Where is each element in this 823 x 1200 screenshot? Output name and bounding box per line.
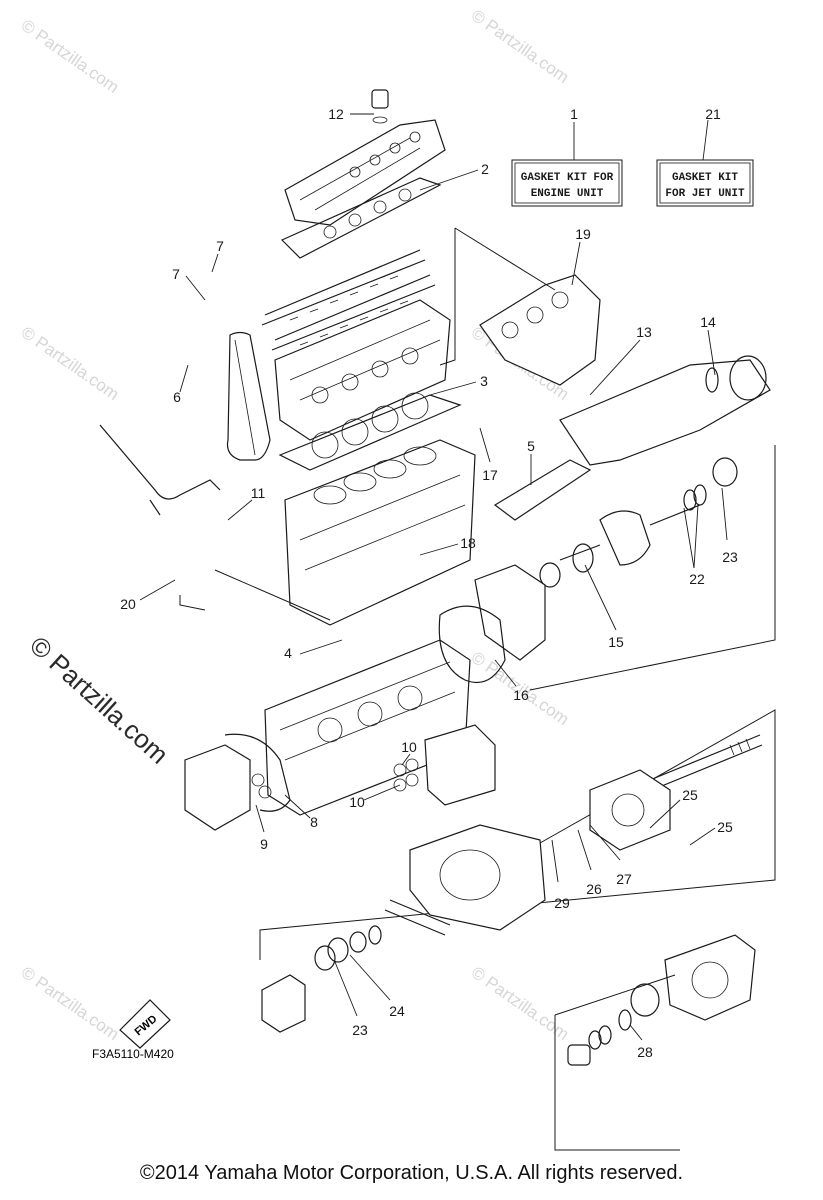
callout-6: 6 <box>173 389 181 405</box>
kit-jet-line1: GASKET KIT <box>672 172 738 184</box>
callout-7b: 7 <box>172 266 180 282</box>
assembly-frames <box>179 227 776 691</box>
cylinder-head <box>274 299 451 441</box>
callout-2: 2 <box>481 161 489 177</box>
cylinder-head-gasket <box>278 392 462 471</box>
lower-coupling <box>261 974 306 1033</box>
callouts: 1 2 3 4 5 6 7 7 8 9 10 10 11 12 13 14 15… <box>120 106 738 1060</box>
watermark-text: © Partzilla.com <box>18 16 123 97</box>
fwd-arrow-icon: FWD <box>119 999 171 1049</box>
watermark-text: © Partzilla.com <box>468 6 573 87</box>
callout-5: 5 <box>527 438 535 454</box>
exhaust-pipe <box>559 355 771 466</box>
intermediate-housing <box>314 824 546 971</box>
callout-11: 11 <box>251 485 266 501</box>
flywheel-cover <box>438 564 546 684</box>
kit-engine-line2: ENGINE UNIT <box>531 188 604 200</box>
callout-26: 26 <box>586 881 602 897</box>
callout-1: 1 <box>570 106 578 122</box>
jet-nozzle <box>664 934 756 1021</box>
callout-18: 18 <box>460 535 476 551</box>
kit-jet-line2: FOR JET UNIT <box>665 188 745 200</box>
callout-24: 24 <box>389 1003 405 1019</box>
watermark-text: © Partzilla.com <box>468 963 573 1044</box>
callout-10a: 10 <box>401 739 417 755</box>
callout-23a: 23 <box>722 549 738 565</box>
gasket-kit-engine-box: GASKET KIT FOR ENGINE UNIT <box>511 159 623 207</box>
callout-19: 19 <box>575 226 591 242</box>
callout-15: 15 <box>608 634 624 650</box>
callout-17: 17 <box>482 467 498 483</box>
head-cover-gasket <box>280 177 442 259</box>
watermark-text: © Partzilla.com <box>18 323 123 404</box>
drive-shaft <box>649 734 763 791</box>
kit-engine-line1: GASKET KIT FOR <box>521 172 614 184</box>
callout-9: 9 <box>260 836 268 852</box>
pump-housing <box>589 769 671 851</box>
watermark-large-text: © Partzilla.com <box>24 630 174 770</box>
camshafts <box>261 249 436 351</box>
callout-23b: 23 <box>352 1022 368 1038</box>
callout-3: 3 <box>480 373 488 389</box>
diagram-code: F3A5110-M420 <box>92 1047 174 1061</box>
callout-27: 27 <box>616 871 632 887</box>
callout-20: 20 <box>120 596 136 612</box>
copyright-notice: ©2014 Yamaha Motor Corporation, U.S.A. A… <box>139 1162 684 1184</box>
callout-10b: 10 <box>349 794 365 810</box>
watermark-text: © Partzilla.com <box>18 963 123 1044</box>
callout-13: 13 <box>636 324 652 340</box>
callout-7a: 7 <box>216 238 224 254</box>
intake-manifold <box>493 459 592 521</box>
gasket-kit-jet-box: GASKET KIT FOR JET UNIT <box>656 159 754 207</box>
callout-8: 8 <box>310 814 318 830</box>
jet-pump-frame <box>259 709 776 960</box>
callout-25b: 25 <box>717 819 733 835</box>
oil-pump <box>184 733 291 831</box>
coupling-housing <box>539 457 738 588</box>
cylinder-block <box>284 439 476 626</box>
timing-chain <box>226 331 271 461</box>
water-cover <box>393 724 496 806</box>
callout-14: 14 <box>700 314 716 330</box>
callout-25a: 25 <box>682 787 698 803</box>
exhaust-manifold <box>479 274 601 386</box>
callout-28: 28 <box>637 1044 653 1060</box>
callout-29: 29 <box>554 895 570 911</box>
callout-22: 22 <box>689 571 705 587</box>
callout-21: 21 <box>705 106 721 122</box>
oil-dipstick <box>99 424 221 516</box>
callout-16: 16 <box>513 687 529 703</box>
callout-12: 12 <box>328 106 344 122</box>
cylinder-head-cover <box>284 89 446 226</box>
impeller-parts <box>554 974 680 1151</box>
callout-4: 4 <box>284 645 292 661</box>
